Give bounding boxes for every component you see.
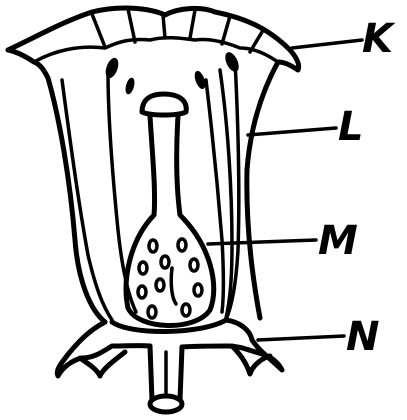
stamen-left-inner <box>108 72 136 312</box>
pedicel <box>150 346 182 412</box>
leader-m <box>208 240 316 244</box>
ovule <box>156 279 164 291</box>
ovule <box>138 286 146 298</box>
pistil <box>126 94 214 326</box>
ovules <box>138 239 202 318</box>
label-m: M <box>318 218 358 264</box>
label-n: N <box>346 314 379 360</box>
ovule <box>139 262 147 274</box>
ovule <box>182 304 190 316</box>
leader-n <box>258 336 344 340</box>
ovule <box>190 259 198 271</box>
pedicel-cut-end <box>150 396 182 412</box>
ovule <box>178 239 186 251</box>
stigma <box>142 94 186 115</box>
petal-rim <box>34 38 278 62</box>
anther-4 <box>223 51 241 73</box>
ovule <box>149 240 157 252</box>
ovule <box>194 284 202 296</box>
labels: K L M N <box>318 16 396 360</box>
label-l: L <box>338 104 364 150</box>
leader-l <box>248 128 336 135</box>
leader-k <box>292 40 362 48</box>
label-k: K <box>362 16 396 62</box>
anther-2 <box>125 77 136 94</box>
ovule <box>161 256 169 268</box>
placenta-line <box>171 268 176 304</box>
calyx <box>57 320 282 376</box>
ovule <box>148 306 156 318</box>
